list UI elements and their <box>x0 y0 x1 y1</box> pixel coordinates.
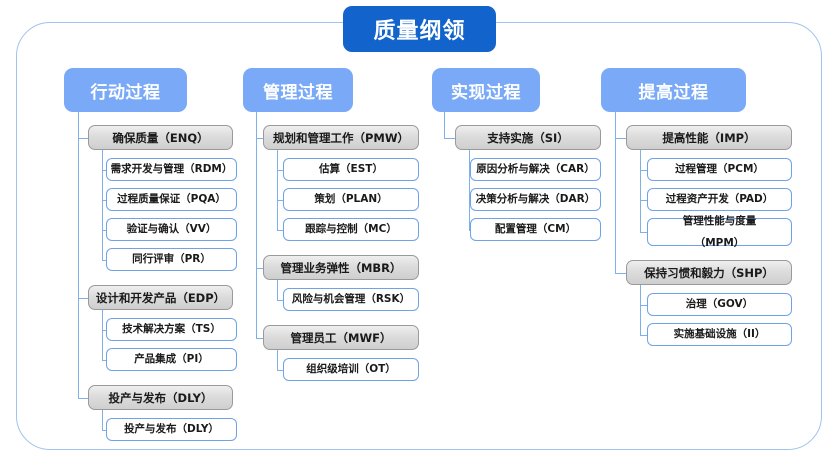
column-trunk-4 <box>615 112 617 273</box>
group-box-3-1[interactable]: 支持实施（SI） <box>455 125 601 150</box>
connector-h <box>640 199 647 201</box>
connector-h <box>102 329 106 331</box>
group-box-2-1[interactable]: 规划和管理工作（PMW） <box>263 125 419 150</box>
leaf-box-1-1-1[interactable]: 需求开发与管理（RDM） <box>106 158 237 181</box>
leaf-box-1-2-2[interactable]: 产品集成（PI） <box>106 348 237 371</box>
connector-h <box>277 299 283 301</box>
leaf-box-1-2-1[interactable]: 技术解决方案（TS） <box>106 318 237 341</box>
leaf-box-2-1-1[interactable]: 估算（EST） <box>283 158 419 181</box>
column-header-3[interactable]: 实现过程 <box>432 68 540 112</box>
group-box-1-1[interactable]: 确保质量（ENQ） <box>88 125 233 150</box>
connector-h <box>469 229 470 231</box>
group-box-1-2[interactable]: 设计和开发产品（EDP） <box>88 285 233 310</box>
connector-v <box>102 310 104 360</box>
leaf-box-4-1-3[interactable]: 管理性能与度量 （MPM） <box>647 214 792 249</box>
group-box-2-2[interactable]: 管理业务弹性（MBR） <box>263 255 419 280</box>
connector-h <box>640 334 647 336</box>
connector-h <box>102 169 106 171</box>
connector-h <box>256 337 263 339</box>
connector-h <box>256 137 263 139</box>
connector-h <box>640 169 647 171</box>
column-trunk-1 <box>78 112 80 398</box>
group-box-1-3[interactable]: 投产与发布（DLY） <box>88 385 233 410</box>
connector-h <box>78 297 88 299</box>
group-box-4-2[interactable]: 保持习惯和毅力（SHP） <box>626 260 792 285</box>
connector-h <box>102 429 106 431</box>
leaf-line: 管理性能与度量 <box>682 214 757 227</box>
leaf-box-1-1-3[interactable]: 验证与确认（VV） <box>106 218 237 241</box>
leaf-box-1-1-4[interactable]: 同行评审（PR） <box>106 248 237 271</box>
leaf-line: （MPM） <box>694 236 745 249</box>
leaf-box-1-3-1[interactable]: 投产与发布（DLY） <box>106 418 237 441</box>
connector-v <box>640 285 642 335</box>
leaf-box-4-2-1[interactable]: 治理（GOV） <box>647 293 792 316</box>
connector-h <box>615 137 626 139</box>
column-header-2[interactable]: 管理过程 <box>243 68 353 112</box>
column-trunk-3 <box>444 112 446 138</box>
leaf-box-2-2-1[interactable]: 风险与机会管理（RSK） <box>283 288 419 311</box>
leaf-box-4-1-2[interactable]: 过程资产开发（PAD） <box>647 188 792 211</box>
column-header-4[interactable]: 提高过程 <box>601 68 746 112</box>
connector-h <box>78 397 88 399</box>
connector-v <box>277 150 279 230</box>
leaf-box-2-1-2[interactable]: 策划（PLAN） <box>283 188 419 211</box>
connector-h <box>102 199 106 201</box>
connector-h <box>78 137 88 139</box>
leaf-box-3-1-1[interactable]: 原因分析与解决（CAR） <box>470 158 601 181</box>
connector-v <box>640 150 642 232</box>
connector-h <box>102 359 106 361</box>
column-trunk-2 <box>256 112 258 338</box>
group-box-2-3[interactable]: 管理员工（MWF） <box>263 325 419 350</box>
leaf-box-3-1-3[interactable]: 配置管理（CM） <box>470 218 601 241</box>
leaf-box-2-1-3[interactable]: 跟踪与控制（MC） <box>283 218 419 241</box>
connector-h <box>640 232 647 234</box>
connector-h <box>615 272 626 274</box>
connector-h <box>640 304 647 306</box>
diagram-title: 质量纲领 <box>343 6 496 52</box>
leaf-box-3-1-2[interactable]: 决策分析与解决（DAR） <box>470 188 601 211</box>
connector-h <box>277 369 283 371</box>
connector-h <box>277 199 283 201</box>
connector-v <box>102 410 104 430</box>
connector-v <box>277 280 279 300</box>
connector-h <box>277 229 283 231</box>
leaf-box-4-1-1[interactable]: 过程管理（PCM） <box>647 158 792 181</box>
column-header-1[interactable]: 行动过程 <box>64 68 187 112</box>
connector-v <box>102 150 104 260</box>
group-box-4-1[interactable]: 提高性能（IMP） <box>626 125 792 150</box>
connector-h <box>102 259 106 261</box>
connector-h <box>102 229 106 231</box>
connector-v <box>277 350 279 370</box>
connector-v <box>469 150 471 230</box>
leaf-box-2-3-1[interactable]: 组织级培训（OT） <box>283 358 419 381</box>
connector-h <box>277 169 283 171</box>
connector-h <box>444 137 455 139</box>
leaf-box-4-2-2[interactable]: 实施基础设施（II） <box>647 323 792 346</box>
leaf-box-1-1-2[interactable]: 过程质量保证（PQA） <box>106 188 237 211</box>
connector-h <box>256 267 263 269</box>
